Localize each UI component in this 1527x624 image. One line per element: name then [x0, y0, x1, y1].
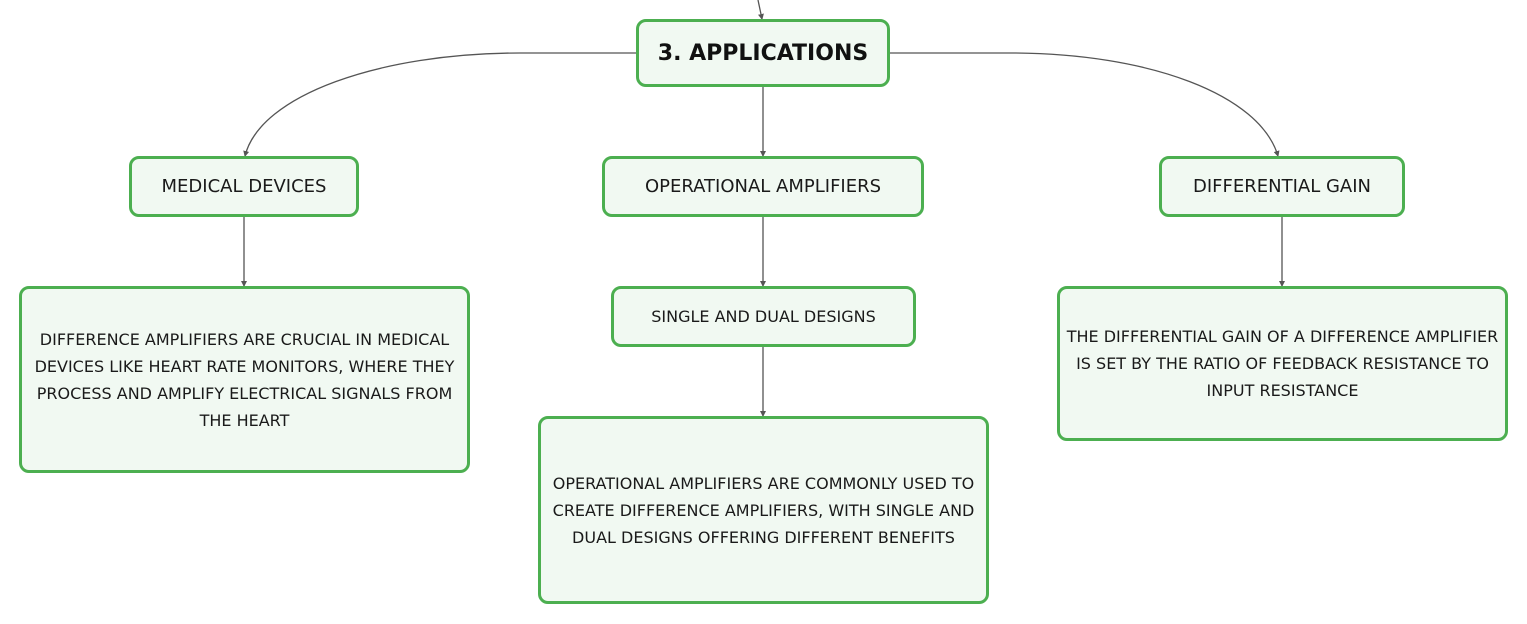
node-medical-devices-description[interactable]: DIFFERENCE AMPLIFIERS ARE CRUCIAL IN MED… [19, 286, 470, 473]
node-applications-label: 3. APPLICATIONS [657, 40, 869, 66]
connector-root-medical [243, 52, 636, 157]
node-operational-amplifiers[interactable]: OPERATIONAL AMPLIFIERS [602, 156, 924, 217]
node-medical-devices-description-text: DIFFERENCE AMPLIFIERS ARE CRUCIAL IN MED… [34, 329, 455, 430]
node-differential-gain-label: DIFFERENTIAL GAIN [1193, 176, 1371, 197]
node-operational-amplifiers-description-text: OPERATIONAL AMPLIFIERS ARE COMMONLY USED… [552, 473, 975, 547]
node-differential-gain-description-text: THE DIFFERENTIAL GAIN OF A DIFFERENCE AM… [1066, 327, 1499, 400]
node-operational-amplifiers-description[interactable]: OPERATIONAL AMPLIFIERS ARE COMMONLY USED… [538, 416, 989, 604]
connector-incoming [757, 0, 764, 20]
node-differential-gain-description[interactable]: THE DIFFERENTIAL GAIN OF A DIFFERENCE AM… [1057, 286, 1508, 441]
node-differential-gain[interactable]: DIFFERENTIAL GAIN [1159, 156, 1405, 217]
node-single-and-dual-designs[interactable]: SINGLE AND DUAL DESIGNS [611, 286, 916, 347]
node-medical-devices[interactable]: MEDICAL DEVICES [129, 156, 359, 217]
node-medical-devices-label: MEDICAL DEVICES [161, 176, 327, 197]
node-operational-amplifiers-label: OPERATIONAL AMPLIFIERS [644, 176, 882, 197]
connector-root-diffgain [890, 52, 1280, 157]
node-single-and-dual-designs-label: SINGLE AND DUAL DESIGNS [651, 307, 876, 326]
node-applications[interactable]: 3. APPLICATIONS [636, 19, 890, 87]
